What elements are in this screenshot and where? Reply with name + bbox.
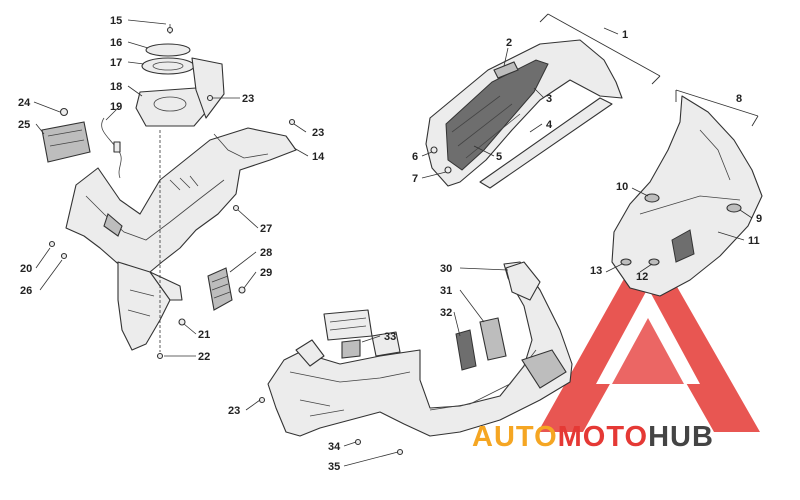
cable-connector [113,141,121,153]
callout-24: 24 [18,97,31,109]
screw-34 [354,438,362,446]
watermark-text: AUTOMOTOHUB [472,421,714,453]
callout-11: 11 [748,235,760,247]
callout-5: 5 [496,151,502,163]
grille-insert [671,229,695,263]
watermark-hub: HUB [648,421,714,453]
side-panel-assembly-1 [425,39,623,189]
plug-10 [644,193,660,203]
control-module-25 [41,107,91,163]
screw-22 [156,352,164,360]
upper-duct-stack [135,24,225,127]
callout-28: 28 [260,247,272,259]
grille-32 [455,329,477,371]
leader-lines [33,19,753,467]
adapter-18 [135,87,207,127]
callout-34: 34 [328,441,341,453]
callout-25: 25 [18,119,30,131]
plug-9 [726,203,742,213]
callout-26: 26 [20,285,32,297]
watermark-moto: MOTO [558,421,648,453]
callout-labels: 15 16 17 18 19 24 25 23 23 14 20 26 27 2… [18,15,762,473]
callout-8: 8 [736,93,742,105]
vent-30 [505,261,541,301]
watermark-logo [538,236,760,432]
side-panel-8 [611,95,763,297]
callout-22: 22 [198,351,210,363]
nut-24 [59,107,69,117]
front-nose-assembly [267,261,573,437]
callout-23-a: 23 [242,93,254,105]
callout-10: 10 [616,181,628,193]
clip-6 [430,146,438,154]
watermark-auto: AUTO [472,421,558,453]
callout-32: 32 [440,307,452,319]
screw-20 [48,240,56,248]
duct-31 [479,317,507,361]
callout-20: 20 [20,263,32,275]
callout-4: 4 [546,119,553,131]
left-console-body [65,127,297,351]
callout-6: 6 [412,151,418,163]
callout-1: 1 [622,29,628,41]
callout-30: 30 [440,263,452,275]
vent-28 [207,267,246,311]
plug-13 [620,258,632,266]
callout-21: 21 [198,329,210,341]
callout-13: 13 [590,265,602,277]
badge-2 [493,61,519,79]
callout-35: 35 [328,461,340,473]
plug-12 [648,258,660,266]
screw-26 [60,252,68,260]
callout-16: 16 [110,37,122,49]
screw-27 [232,204,240,212]
trim-strip-4 [479,97,613,189]
gasket-17 [141,57,195,75]
screw-35 [396,448,404,456]
callout-33: 33 [384,331,396,343]
clip-21 [178,318,186,326]
callout-27: 27 [260,223,272,235]
callout-23-b: 23 [312,127,324,139]
duct-housing [191,57,225,119]
callout-23-c: 23 [228,405,240,417]
screw-23-top [288,118,296,126]
screw-29 [238,286,246,294]
module-33 [323,309,373,359]
callout-7: 7 [412,173,418,185]
ring-16 [145,43,191,57]
callout-17: 17 [110,57,122,69]
callout-29: 29 [260,267,272,279]
clip-7 [444,166,452,174]
callout-15: 15 [110,15,122,27]
callout-9: 9 [756,213,762,225]
screw-15 [166,26,174,34]
callout-31: 31 [440,285,452,297]
callout-12: 12 [636,271,648,283]
callout-18: 18 [110,81,122,93]
svg-text:AUTOMOTOHUB: AUTOMOTOHUB [472,421,714,453]
callout-19: 19 [110,101,122,113]
screw-23-bottom [258,396,266,404]
callout-2: 2 [506,37,512,49]
callout-3: 3 [546,93,552,105]
callout-14: 14 [312,151,325,163]
